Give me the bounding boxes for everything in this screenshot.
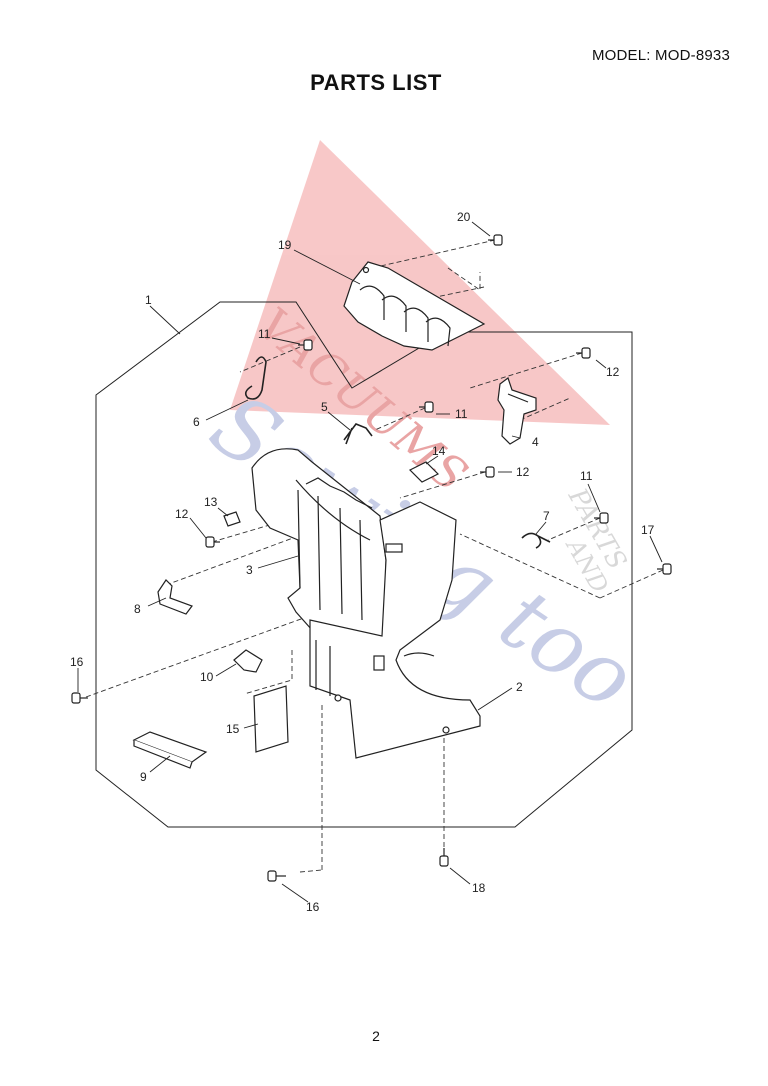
callout-2: 2 (516, 680, 523, 694)
callout-11c: 11 (580, 469, 593, 483)
callout-17: 17 (641, 523, 655, 537)
callout-7: 7 (543, 509, 550, 523)
leader-lines (77, 221, 663, 903)
screw-20 (488, 234, 503, 246)
part-3-inner-frame (251, 448, 387, 651)
callout-1: 1 (145, 293, 152, 307)
callout-20: 20 (457, 210, 471, 224)
screw-17 (657, 563, 672, 575)
callout-labels: 1 2 3 4 5 6 7 8 9 10 11 11 11 12 12 12 1… (70, 210, 655, 914)
assembly-outline (95, 301, 633, 828)
screw-11b (419, 401, 434, 413)
callout-16b: 16 (306, 900, 320, 914)
callout-4: 4 (532, 435, 539, 449)
screws (71, 234, 672, 882)
callout-13: 13 (204, 495, 218, 509)
screw-18 (439, 848, 449, 867)
model-number: MODEL: MOD-8933 (591, 47, 730, 64)
callout-6: 6 (193, 415, 200, 429)
part-9-rail (132, 731, 208, 769)
part-14-pad (408, 461, 440, 483)
callout-11a: 11 (258, 327, 271, 341)
screw-16b (267, 870, 286, 882)
part-6-spring (244, 356, 267, 400)
callout-5: 5 (321, 400, 328, 414)
part-8-latch (157, 579, 193, 615)
screw-11a (298, 339, 313, 351)
callout-8: 8 (134, 602, 141, 616)
screw-12b (480, 466, 495, 478)
watermark-triangle (230, 140, 610, 425)
screw-12a (576, 347, 591, 359)
watermark: VACUUMS Sewing too PARTS AND (193, 140, 653, 730)
callout-10: 10 (200, 670, 214, 684)
part-4-bracket (497, 377, 537, 445)
screw-11c (594, 512, 609, 524)
callout-11b: 11 (455, 407, 468, 421)
part-19-top-cover (343, 261, 486, 351)
part-10-latch (233, 649, 263, 673)
page-number: 2 (372, 1028, 380, 1044)
callout-12b: 12 (516, 465, 530, 479)
screw-12c (205, 536, 220, 548)
callout-9: 9 (140, 770, 147, 784)
callout-12c: 12 (175, 507, 189, 521)
callout-16a: 16 (70, 655, 84, 669)
callout-18: 18 (472, 881, 486, 895)
part-5-clip (343, 423, 373, 445)
callout-19: 19 (278, 238, 292, 252)
part-13-pad (223, 511, 241, 527)
part-15-plate (253, 685, 289, 753)
callout-12a: 12 (606, 365, 620, 379)
screw-16a (71, 692, 88, 704)
callout-3: 3 (246, 563, 253, 577)
part-2-housing (309, 501, 481, 759)
page-title: PARTS LIST (310, 70, 442, 95)
callout-14: 14 (432, 444, 446, 458)
part-7-spring (521, 532, 551, 549)
callout-15: 15 (226, 722, 240, 736)
